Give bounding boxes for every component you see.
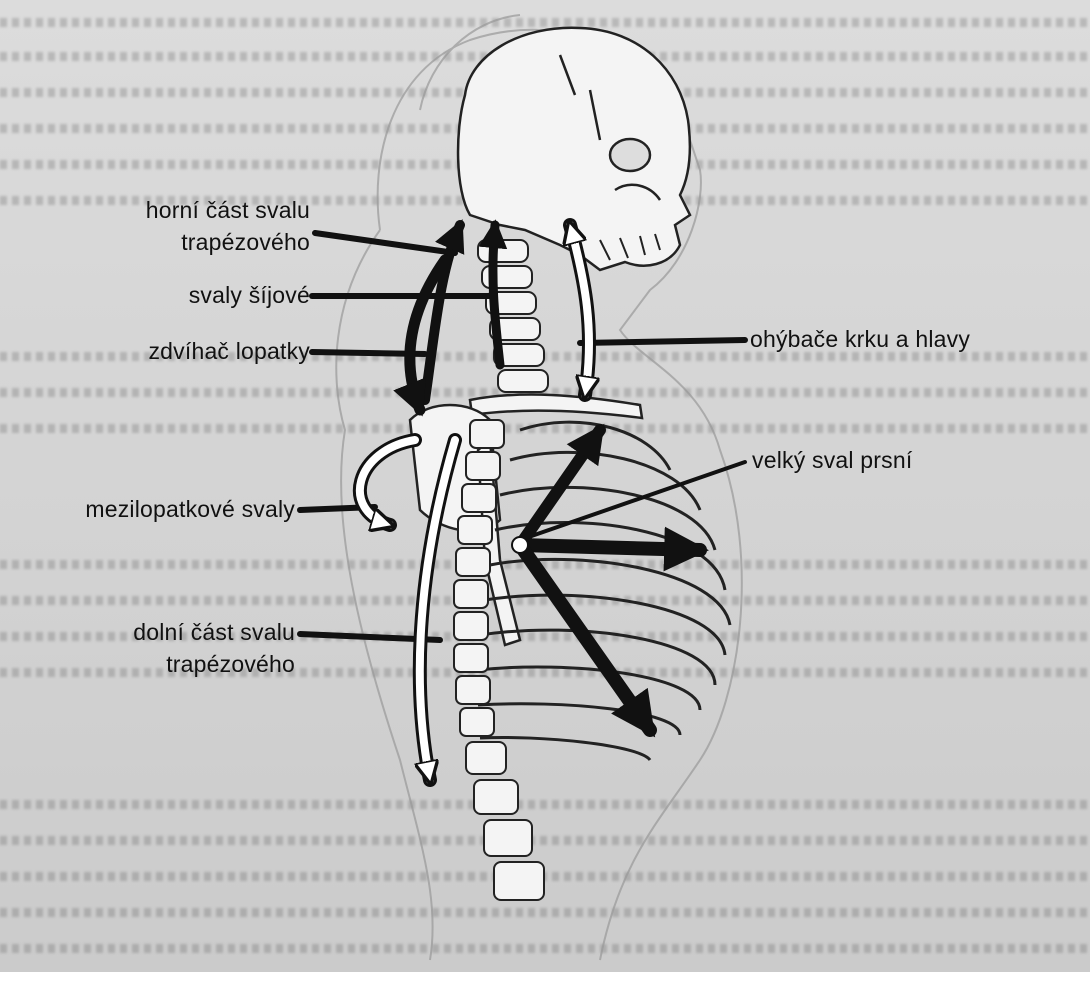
pectoralis-origin-dot xyxy=(512,537,528,553)
label-trapezius-upper-2: trapézového xyxy=(60,228,310,257)
arrow-rhomboids xyxy=(360,440,415,525)
pointer-neck-flexors xyxy=(580,340,745,343)
cervical-spine xyxy=(478,240,548,392)
arrow-pectoralis-middle xyxy=(520,545,700,550)
label-trapezius-lower-1: dolní část svalu xyxy=(40,618,295,647)
rib-cage xyxy=(478,422,730,760)
label-trapezius-upper-1: horní část svalu xyxy=(60,196,310,225)
label-levator-scapulae: zdvíhač lopatky xyxy=(60,337,310,366)
shoulder-girdle xyxy=(410,395,642,645)
label-neck-muscles: svaly šíjové xyxy=(60,281,310,310)
label-neck-flexors: ohýbače krku a hlavy xyxy=(750,325,970,354)
label-trapezius-lower-2: trapézového xyxy=(40,650,295,679)
label-pectoralis-major: velký sval prsní xyxy=(752,446,912,475)
thoracic-lumbar-spine xyxy=(454,420,544,900)
pointer-trapezius-upper xyxy=(315,233,455,253)
label-rhomboids: mezilopatkové svaly xyxy=(10,495,295,524)
